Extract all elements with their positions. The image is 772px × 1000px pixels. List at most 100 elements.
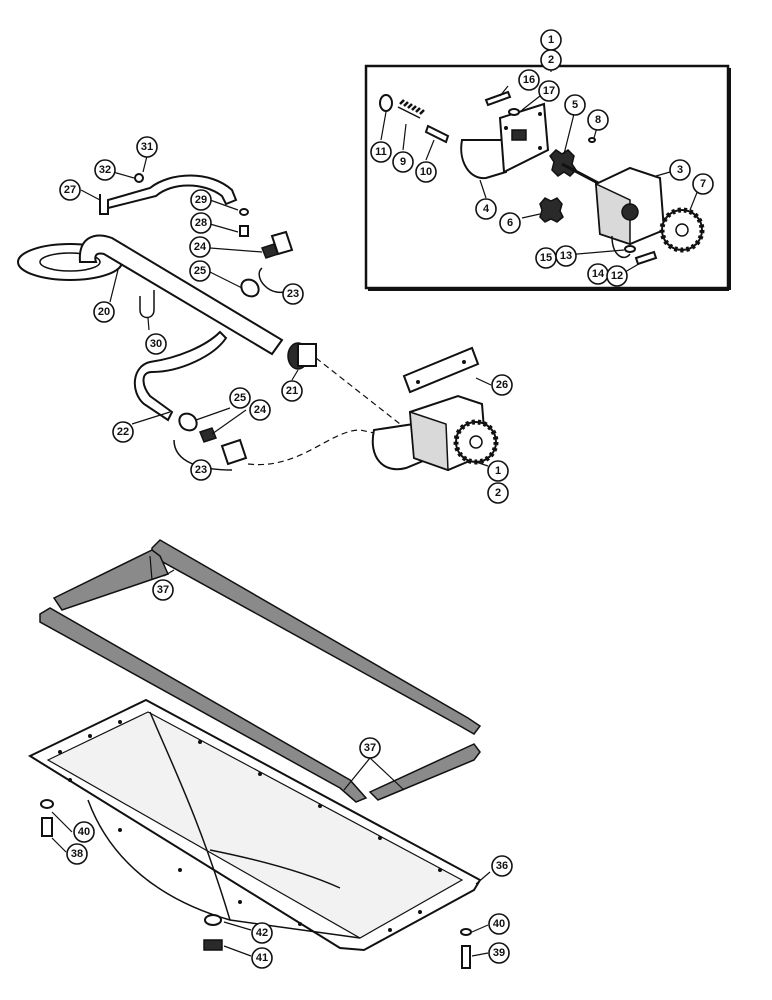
callout-25b: 25 bbox=[229, 387, 251, 409]
callout-42: 42 bbox=[251, 922, 273, 944]
callout-5-label: 5 bbox=[572, 99, 578, 111]
oil-line-group bbox=[134, 330, 248, 471]
callout-25b-label: 25 bbox=[234, 392, 246, 404]
callout-39: 39 bbox=[488, 942, 510, 964]
connector-23a-part bbox=[270, 230, 294, 256]
callout-11-label: 11 bbox=[375, 146, 387, 158]
callout-40b-label: 40 bbox=[493, 918, 505, 930]
callout-31: 31 bbox=[136, 136, 158, 158]
callout-37b: 37 bbox=[359, 737, 381, 759]
callout-36: 36 bbox=[491, 855, 513, 877]
callout-28-label: 28 bbox=[195, 217, 207, 229]
plunger-part bbox=[424, 124, 450, 144]
callout-5: 5 bbox=[564, 94, 586, 116]
callout-25a: 25 bbox=[189, 260, 211, 282]
callout-40a-label: 40 bbox=[78, 826, 90, 838]
bolt-38-part bbox=[41, 817, 53, 837]
callout-40a: 40 bbox=[73, 821, 95, 843]
bolt-28-part bbox=[239, 225, 249, 237]
callout-16-label: 16 bbox=[523, 74, 535, 86]
oil-pan-part bbox=[27, 698, 482, 952]
callout-1-mid-label: 1 bbox=[495, 465, 501, 477]
callout-7-label: 7 bbox=[700, 178, 706, 190]
callout-13: 13 bbox=[555, 245, 577, 267]
callout-22-label: 22 bbox=[117, 426, 129, 438]
callout-31-label: 31 bbox=[141, 141, 153, 153]
end-gasket-right-part bbox=[368, 743, 481, 801]
sleeve-25b-part bbox=[178, 412, 198, 432]
end-gasket-left-part bbox=[52, 549, 170, 611]
callout-24b-label: 24 bbox=[254, 404, 267, 416]
fitting-21-part bbox=[287, 342, 317, 370]
callout-24a-label: 24 bbox=[194, 241, 207, 253]
callout-1-mid: 1 bbox=[487, 460, 509, 482]
callout-38: 38 bbox=[66, 843, 88, 865]
pump-assembly-part bbox=[371, 346, 499, 472]
bolt-12-part bbox=[634, 250, 658, 266]
callout-2-top-label: 2 bbox=[548, 54, 554, 66]
callout-12: 12 bbox=[606, 265, 628, 287]
nut-24b-part bbox=[199, 427, 217, 443]
bolt-39-part bbox=[461, 945, 471, 969]
callout-1-top-label: 1 bbox=[548, 34, 554, 46]
bracket-part bbox=[99, 174, 238, 215]
gasket-set bbox=[39, 539, 482, 803]
callout-23a-label: 23 bbox=[287, 288, 299, 300]
callout-37b-label: 37 bbox=[364, 742, 376, 754]
nut-32-part bbox=[134, 173, 144, 183]
washer-40b-part bbox=[460, 928, 472, 936]
sleeve-25a-part bbox=[240, 278, 260, 298]
driven-gear-part bbox=[659, 207, 705, 253]
callout-15: 15 bbox=[535, 247, 557, 269]
callout-27: 27 bbox=[59, 179, 81, 201]
callout-21-label: 21 bbox=[286, 385, 298, 397]
callout-40b: 40 bbox=[488, 913, 510, 935]
leader-lines bbox=[51, 155, 492, 957]
callout-16: 16 bbox=[518, 69, 540, 91]
callout-4: 4 bbox=[475, 198, 497, 220]
callout-26: 26 bbox=[491, 374, 513, 396]
washer-29-part bbox=[239, 208, 249, 216]
callout-24b: 24 bbox=[249, 399, 271, 421]
callout-15-label: 15 bbox=[540, 252, 552, 264]
gasket-26-part bbox=[402, 346, 480, 394]
callout-9: 9 bbox=[392, 151, 414, 173]
callout-20: 20 bbox=[93, 301, 115, 323]
callout-41: 41 bbox=[251, 947, 273, 969]
callout-6-label: 6 bbox=[507, 217, 513, 229]
callout-10: 10 bbox=[415, 161, 437, 183]
callout-23a: 23 bbox=[282, 283, 304, 305]
callout-28: 28 bbox=[190, 212, 212, 234]
callout-32: 32 bbox=[94, 159, 116, 181]
spring-part bbox=[397, 99, 425, 119]
callout-24a: 24 bbox=[189, 236, 211, 258]
callout-20-label: 20 bbox=[98, 306, 110, 318]
callout-37a-label: 37 bbox=[157, 584, 169, 596]
callout-41-label: 41 bbox=[256, 952, 268, 964]
oil-line-part bbox=[134, 330, 228, 422]
callout-14: 14 bbox=[587, 263, 609, 285]
suction-pipe-part bbox=[78, 234, 284, 356]
pump-body-part bbox=[594, 166, 666, 259]
callout-8-label: 8 bbox=[595, 114, 601, 126]
callout-29-label: 29 bbox=[195, 194, 207, 206]
u-bolt-part bbox=[139, 290, 155, 319]
callout-1-top: 1 bbox=[540, 29, 562, 51]
callout-7: 7 bbox=[692, 173, 714, 195]
callout-17-label: 17 bbox=[543, 85, 555, 97]
callout-23b: 23 bbox=[190, 459, 212, 481]
callout-10-label: 10 bbox=[420, 166, 432, 178]
callout-38-label: 38 bbox=[71, 848, 83, 860]
callout-12-label: 12 bbox=[611, 270, 623, 282]
connector-23b-part bbox=[220, 438, 248, 466]
callout-22: 22 bbox=[112, 421, 134, 443]
callout-17: 17 bbox=[538, 80, 560, 102]
callout-8: 8 bbox=[587, 109, 609, 131]
callout-26-label: 26 bbox=[496, 379, 508, 391]
callout-21: 21 bbox=[281, 380, 303, 402]
callout-6: 6 bbox=[499, 212, 521, 234]
callout-11: 11 bbox=[370, 141, 392, 163]
callout-25a-label: 25 bbox=[194, 265, 206, 277]
